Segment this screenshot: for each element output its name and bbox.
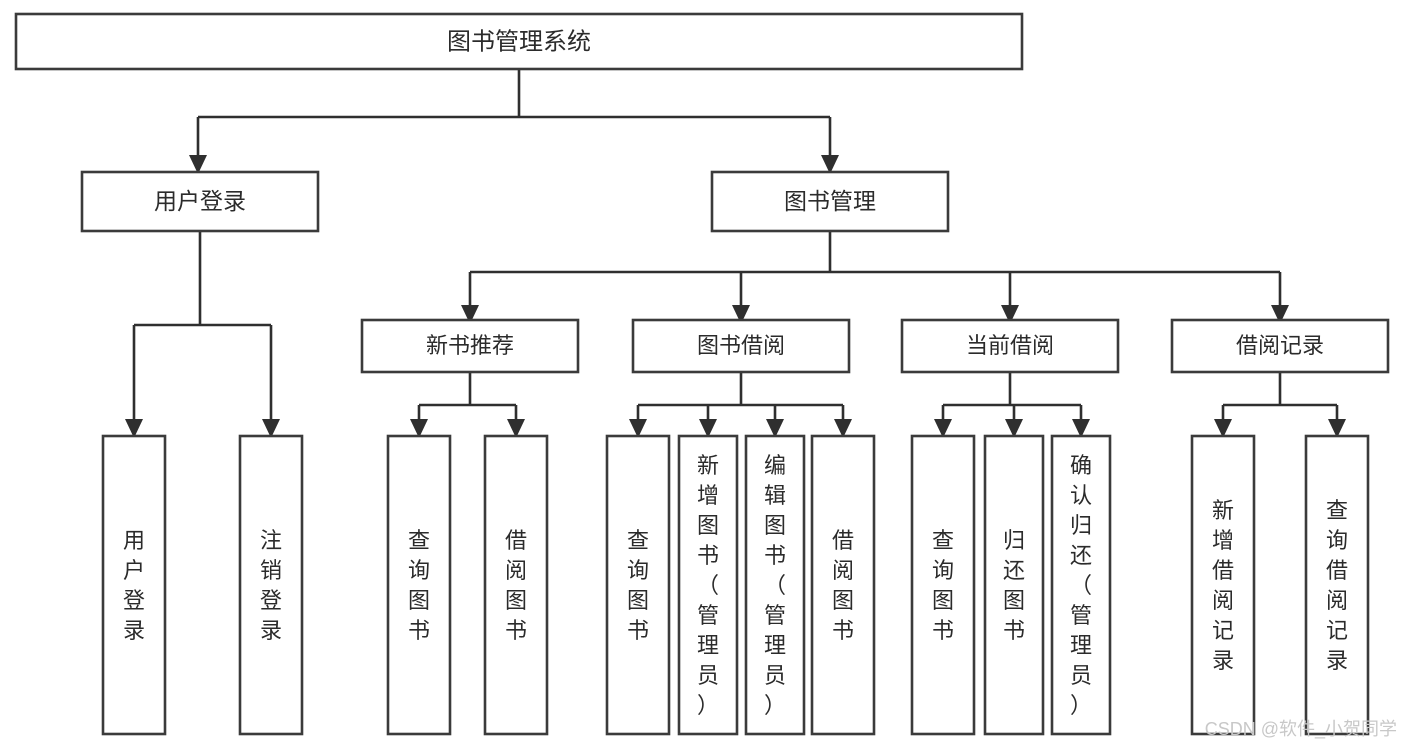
leaf-query-borrow-record[interactable]: 查询借阅记录 [1304, 434, 1370, 736]
leaf-return-book-label: 归还图书 [1003, 528, 1025, 643]
arrowhead-leaf-query-book-1 [410, 419, 428, 438]
leaf-query-book-borrow[interactable]: 查询图书 [605, 434, 671, 736]
edge-borrowrecord-bus [1221, 372, 1339, 422]
arrowhead-leaf-query-book-3 [934, 419, 952, 438]
leaf-borrow-book-borrow[interactable]: 借阅图书 [810, 434, 876, 736]
edge-userlogin-bus [132, 231, 273, 422]
edge-newbookrec-bus [417, 372, 518, 422]
arrowhead-leaf-return-book [1005, 419, 1023, 438]
node-layer: 图书管理系统 用户登录 图书管理 新书推荐 图书借阅 当前 [14, 12, 1390, 736]
node-current-borrow[interactable]: 当前借阅 [900, 318, 1120, 374]
edge-root-bus [198, 69, 830, 119]
node-root-label: 图书管理系统 [447, 28, 591, 55]
edge-bookborrow-bus [636, 372, 845, 422]
csdn-watermark: CSDN @软件_小贺同学 [1204, 719, 1397, 739]
leaf-confirm-return-admin-label: 确认归还（管理员） [1070, 453, 1092, 718]
node-user-login[interactable]: 用户登录 [80, 170, 320, 233]
arrowhead-leaf-add-record [1214, 419, 1232, 438]
node-book-borrow[interactable]: 图书借阅 [631, 318, 851, 374]
node-user-login-box[interactable] [80, 170, 320, 233]
arrowhead-leaf-edit-book [766, 419, 784, 438]
leaf-query-book-current-box[interactable] [910, 434, 976, 736]
leaf-logout[interactable]: 注销登录 [238, 434, 304, 736]
arrowhead-leaf-query-book-2 [629, 419, 647, 438]
connector-layer [125, 69, 1346, 438]
leaf-query-book-rec-box[interactable] [386, 434, 452, 736]
arrowhead-leaf-add-book [699, 419, 717, 438]
leaf-edit-book-admin-box[interactable] [744, 434, 806, 736]
node-borrow-record[interactable]: 借阅记录 [1170, 318, 1390, 374]
leaf-add-borrow-record-box[interactable] [1190, 434, 1256, 736]
leaf-add-book-admin-label: 新增图书（管理员） [697, 453, 719, 718]
node-root-box[interactable] [14, 12, 1024, 71]
leaf-return-book-box[interactable] [983, 434, 1045, 736]
arrowhead-leaf-borrow-book-2 [834, 419, 852, 438]
leaf-borrow-book-rec[interactable]: 借阅图书 [483, 434, 549, 736]
leaf-user-login-box[interactable] [101, 434, 167, 736]
node-user-login-label: 用户登录 [154, 188, 246, 214]
leaf-edit-book-admin-label: 编辑图书（管理员） [764, 453, 786, 718]
leaf-borrow-book-borrow-label: 借阅图书 [832, 528, 854, 643]
leaf-borrow-book-borrow-box[interactable] [810, 434, 876, 736]
node-book-borrow-label: 图书借阅 [697, 333, 785, 358]
leaf-logout-label: 注销登录 [260, 528, 282, 643]
leaf-confirm-return-admin-box[interactable] [1050, 434, 1112, 736]
node-current-borrow-label: 当前借阅 [966, 333, 1054, 358]
leaf-edit-book-admin[interactable]: 编辑图书（管理员） [744, 434, 806, 736]
arrowhead-leaf-logout [262, 419, 280, 438]
leaf-logout-box[interactable] [238, 434, 304, 736]
leaf-query-book-rec-label: 查询图书 [408, 528, 430, 643]
leaf-borrow-book-rec-label: 借阅图书 [505, 528, 527, 643]
node-book-management[interactable]: 图书管理 [710, 170, 950, 233]
node-borrow-record-box[interactable] [1170, 318, 1390, 374]
node-book-management-box[interactable] [710, 170, 950, 233]
arrowhead-leaf-user-login [125, 419, 143, 438]
node-borrow-record-label: 借阅记录 [1236, 333, 1324, 358]
arrowhead-new-book-rec [461, 305, 479, 324]
node-new-book-recommend-label: 新书推荐 [426, 333, 514, 358]
arrowhead-book-borrow [732, 305, 750, 324]
leaf-query-book-rec[interactable]: 查询图书 [386, 434, 452, 736]
leaf-query-borrow-record-box[interactable] [1304, 434, 1370, 736]
node-book-management-label: 图书管理 [784, 188, 876, 214]
arrowhead-current-borrow [1001, 305, 1019, 324]
leaf-add-borrow-record-label: 新增借阅记录 [1212, 498, 1234, 673]
arrowhead-leaf-borrow-book-1 [507, 419, 525, 438]
leaf-query-book-borrow-label: 查询图书 [627, 528, 649, 643]
arrowhead-user-login [189, 155, 207, 174]
arrowhead-book-mgmt [821, 155, 839, 174]
leaf-add-book-admin-box[interactable] [677, 434, 739, 736]
arrowhead-leaf-query-record [1328, 419, 1346, 438]
node-new-book-recommend-box[interactable] [360, 318, 580, 374]
leaf-confirm-return-admin[interactable]: 确认归还（管理员） [1050, 434, 1112, 736]
leaf-add-borrow-record[interactable]: 新增借阅记录 [1190, 434, 1256, 736]
leaf-query-book-current[interactable]: 查询图书 [910, 434, 976, 736]
leaf-user-login[interactable]: 用户登录 [101, 434, 167, 736]
arrowhead-borrow-record [1271, 305, 1289, 324]
node-current-borrow-box[interactable] [900, 318, 1120, 374]
arrowhead-leaf-confirm-return [1072, 419, 1090, 438]
edge-bookmgmt-bus [468, 231, 1282, 308]
leaf-user-login-label: 用户登录 [123, 528, 145, 643]
edge-currentborrow-bus [941, 372, 1083, 422]
leaf-add-book-admin[interactable]: 新增图书（管理员） [677, 434, 739, 736]
node-new-book-recommend[interactable]: 新书推荐 [360, 318, 580, 374]
node-root[interactable]: 图书管理系统 [14, 12, 1024, 71]
leaf-query-book-borrow-box[interactable] [605, 434, 671, 736]
leaf-query-book-current-label: 查询图书 [932, 528, 954, 643]
leaf-return-book[interactable]: 归还图书 [983, 434, 1045, 736]
leaf-borrow-book-rec-box[interactable] [483, 434, 549, 736]
leaf-query-borrow-record-label: 查询借阅记录 [1326, 498, 1348, 673]
node-book-borrow-box[interactable] [631, 318, 851, 374]
